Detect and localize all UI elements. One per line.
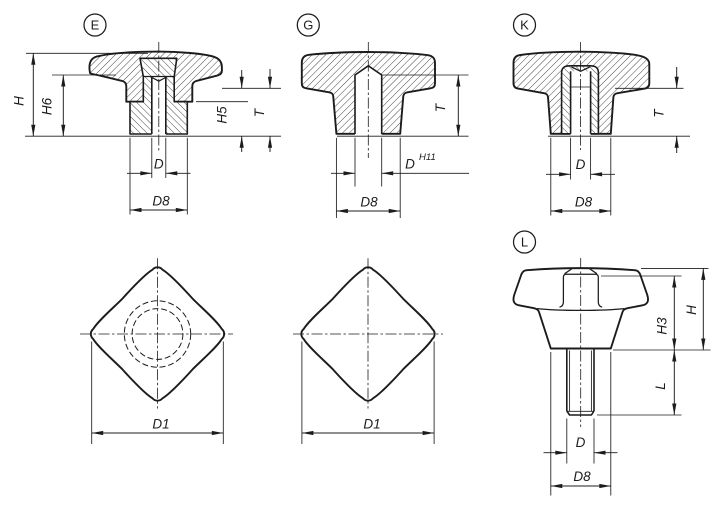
dim-label-d-l: D [576,435,586,450]
badge-g: G [296,13,320,37]
dim-label-d1-left: D1 [152,417,169,432]
badge-e-letter: E [91,18,100,33]
section-view-g: G T D H11 D8 [296,13,469,218]
badge-e-circle [83,13,107,37]
dim-label-d8-e: D8 [152,194,170,209]
dim-label-h6-e: H6 [40,97,55,115]
star-outline-plan-left [89,266,226,402]
lobe-valley-left-l [564,268,573,275]
lobe-valley-right-l [589,268,598,275]
dim-label-t-g: T [433,102,448,112]
dim-label-d1-center: D1 [363,417,380,432]
plan-view-left: D1 [80,258,233,444]
badge-g-circle [296,13,320,37]
badge-k-circle [512,13,537,37]
plan-view-center: D1 [293,258,443,444]
dim-label-h-l: H [684,305,699,315]
section-view-k: K T D D8 [512,13,690,216]
hidden-circle-outer-plan-left [123,300,192,368]
badge-k: K [512,13,537,37]
dim-label-d-tolerance-g: H11 [419,152,436,163]
dim-label-h-e: H [12,96,27,106]
dim-label-d8-k: D8 [575,195,593,210]
dim-label-d8-g: D8 [360,195,378,210]
badge-g-letter: G [303,18,313,33]
badge-l-circle [512,230,537,254]
dim-label-t-e: T [252,107,267,117]
dim-label-t-k: T [652,108,667,118]
front-lobe-l [559,273,603,308]
dim-label-d-k: D [576,157,586,172]
section-view-e: E [12,13,281,215]
dim-label-stud-l: L [653,382,668,390]
dim-label-d8-l: D8 [573,469,591,484]
side-view-l: L [512,230,711,496]
dim-label-d-e: D [154,157,164,172]
dim-label-h5-e: H5 [215,106,230,124]
badge-l-letter: L [521,235,528,250]
badge-k-letter: K [520,18,529,33]
knob-body-side-l [512,267,649,350]
star-outline-plan-center [300,266,436,402]
dim-label-h3-l: H3 [655,317,670,335]
dim-label-d-g: D [405,157,415,172]
badge-e: E [83,13,107,37]
badge-l: L [512,230,537,254]
hidden-circle-inner-plan-left [131,308,184,360]
